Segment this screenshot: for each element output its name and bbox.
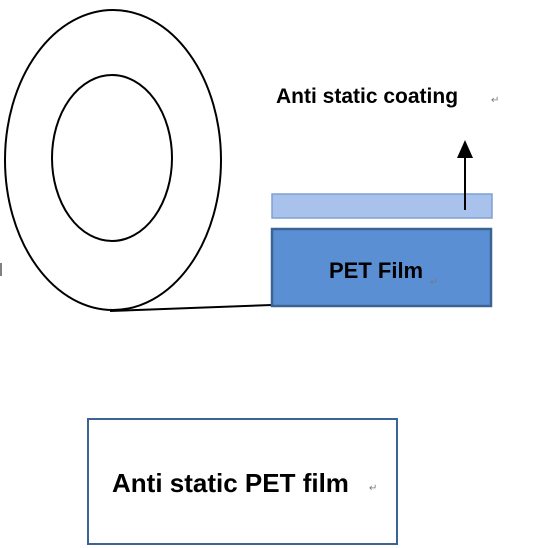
film-unwind-line	[109, 304, 273, 312]
roll-core	[51, 74, 173, 242]
paragraph-mark: ↵	[491, 95, 499, 106]
pet-film-layer	[270, 227, 493, 308]
pet-film-label: PET Film	[329, 258, 423, 283]
product-label: Anti static PET film	[112, 468, 349, 498]
coating-arrow-head	[457, 140, 473, 158]
product-label-box	[87, 418, 398, 545]
paragraph-mark: ↵	[430, 277, 438, 288]
paragraph-mark: ↵	[369, 483, 377, 494]
coating-layer	[271, 193, 493, 219]
coating-label: Anti static coating	[276, 85, 458, 108]
